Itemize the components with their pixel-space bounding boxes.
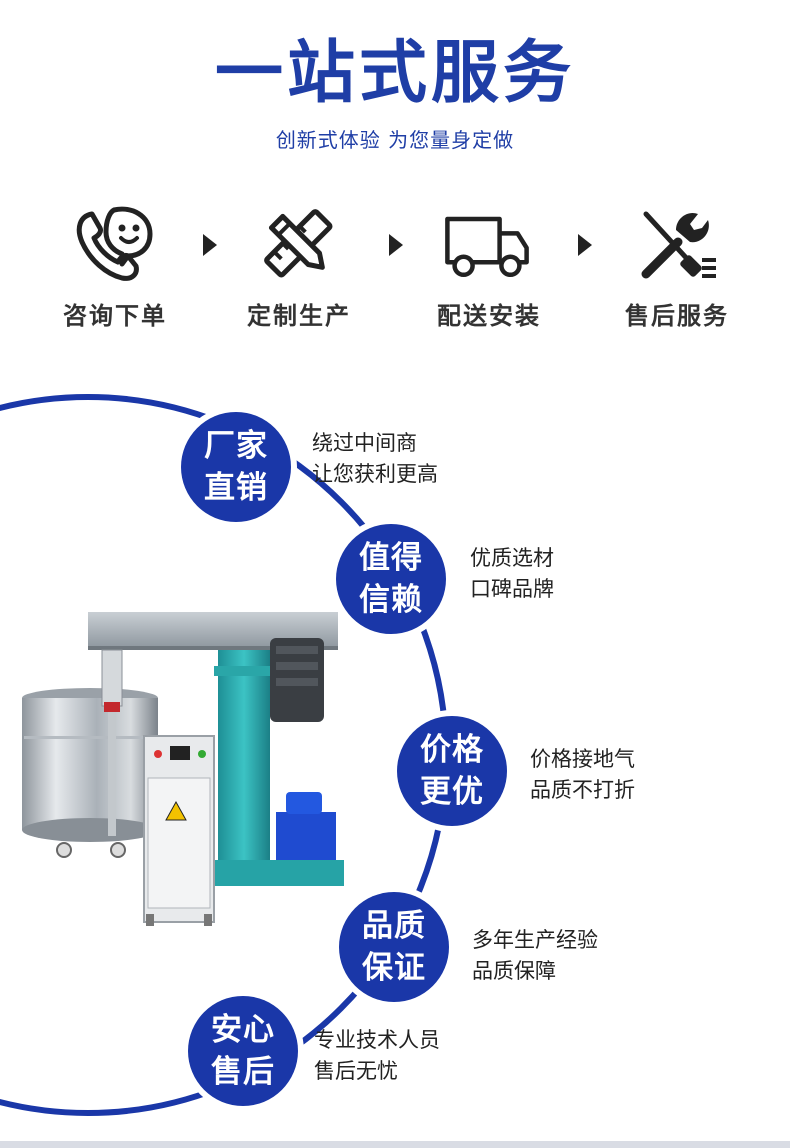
badge-line: 值得 <box>359 540 423 576</box>
step-label-aftersales: 售后服务 <box>625 302 729 330</box>
desc-line: 绕过中间商 <box>312 431 417 455</box>
badge-better-price: 价格 更优 <box>397 716 507 826</box>
feature-desc-quality-assurance: 多年生产经验 品质保障 <box>472 925 598 987</box>
phone-chat-icon <box>76 206 153 281</box>
arrow-right-icon <box>203 234 217 256</box>
badge-line: 更优 <box>420 774 484 810</box>
feature-desc-trustworthy: 优质选材 口碑品牌 <box>470 543 554 605</box>
wrench-screwdriver-icon <box>641 211 716 279</box>
badge-line: 直销 <box>204 470 268 506</box>
badge-line: 售后 <box>211 1054 275 1090</box>
arrow-right-icon <box>389 234 403 256</box>
truck-icon <box>445 216 529 278</box>
badge-line: 品质 <box>362 908 426 944</box>
badge-trustworthy: 值得 信赖 <box>336 524 446 634</box>
desc-line: 价格接地气 <box>530 747 635 771</box>
badge-reliable-aftersales: 安心 售后 <box>188 996 298 1106</box>
page-subtitle: 创新式体验 为您量身定做 <box>275 128 515 152</box>
desc-line: 优质选材 <box>470 546 554 570</box>
badge-line: 信赖 <box>359 582 423 618</box>
badge-line: 价格 <box>420 732 484 768</box>
desc-line: 品质不打折 <box>530 778 635 802</box>
badge-quality-assurance: 品质 保证 <box>339 892 449 1002</box>
desc-line: 口碑品牌 <box>470 577 554 601</box>
feature-desc-better-price: 价格接地气 品质不打折 <box>530 744 635 806</box>
desc-line: 专业技术人员 <box>314 1028 440 1052</box>
desc-line: 多年生产经验 <box>472 928 598 952</box>
page-title: 一站式服务 <box>214 34 575 113</box>
desc-line: 售后无忧 <box>314 1059 398 1083</box>
arrow-right-icon <box>578 234 592 256</box>
high-speed-disperser-machine-image <box>22 612 344 926</box>
step-label-delivery: 配送安装 <box>437 302 541 330</box>
step-label-production: 定制生产 <box>247 302 351 330</box>
feature-desc-factory-direct: 绕过中间商 让您获利更高 <box>312 428 438 490</box>
desc-line: 品质保障 <box>472 959 556 983</box>
bottom-divider <box>0 1141 790 1148</box>
badge-line: 保证 <box>362 950 426 986</box>
feature-desc-reliable-aftersales: 专业技术人员 售后无忧 <box>314 1025 440 1087</box>
step-label-consult: 咨询下单 <box>63 302 167 330</box>
badge-factory-direct: 厂家 直销 <box>181 412 291 522</box>
desc-line: 让您获利更高 <box>312 462 438 486</box>
high-voltage-warning-icon <box>165 800 187 821</box>
pencil-ruler-icon <box>264 209 333 278</box>
badge-line: 安心 <box>211 1012 275 1048</box>
badge-line: 厂家 <box>204 428 268 464</box>
